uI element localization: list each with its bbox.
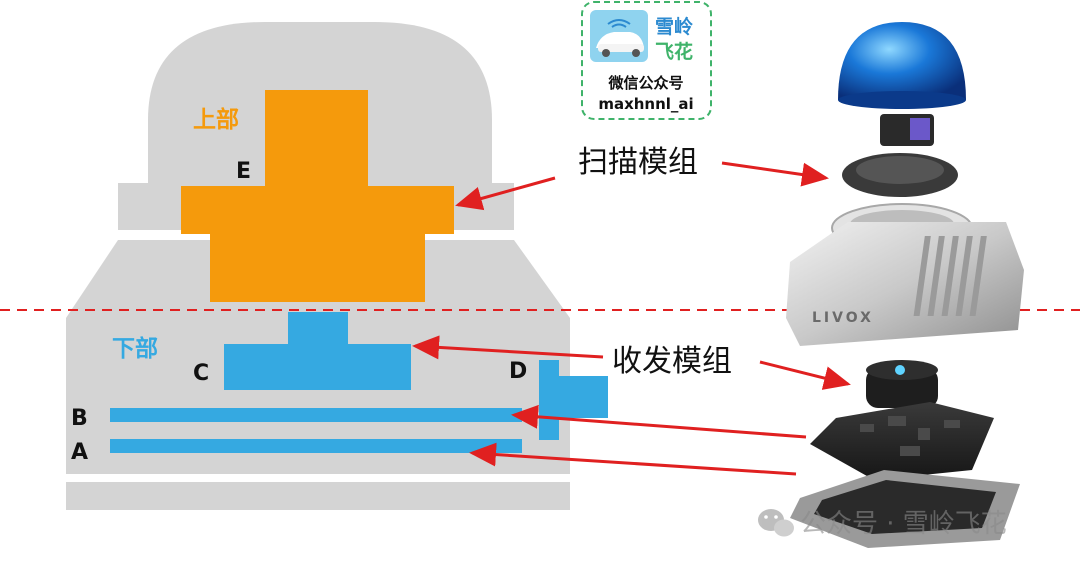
device-body (786, 222, 1024, 346)
part-e-wide (181, 186, 454, 234)
device-base-inner (814, 480, 996, 534)
arrow-txrx-to-c (412, 335, 604, 360)
device-brand: LIVOX (812, 310, 874, 326)
arrow-scan-to-device (721, 161, 829, 187)
housing (66, 22, 570, 510)
part-d-horizontal (559, 376, 608, 418)
device-pcb-upper (810, 402, 994, 480)
device-pcb-components (860, 416, 960, 456)
part-b-label: B (71, 406, 88, 431)
watermark-text: 公众号 · 雪岭飞花 (800, 509, 1007, 539)
part-e-label: E (236, 159, 251, 184)
upper-label: 上部 (193, 106, 239, 133)
badge-account: maxhnnl_ai (598, 95, 693, 113)
exploded-lidar-device: LIVOX (786, 22, 1024, 548)
device-transceiver-lens (895, 365, 905, 375)
part-e-top (265, 90, 368, 186)
car-icon (596, 19, 644, 57)
device-dome (838, 22, 966, 100)
part-e-bottom (210, 234, 425, 302)
wechat-badge: 雪岭 飞花 微信公众号 maxhnnl_ai (581, 1, 712, 120)
housing-base-plate (66, 482, 570, 510)
part-d-label: D (509, 359, 527, 384)
badge-title-line1: 雪岭 (655, 15, 693, 38)
part-a-label: A (71, 440, 88, 465)
part-c-body (224, 344, 411, 390)
part-a-bar (110, 439, 522, 453)
scan-module-label: 扫描模组 (578, 145, 698, 180)
txrx-module-label: 收发模组 (612, 344, 732, 379)
device-dome-rim (838, 91, 966, 109)
watermark: 公众号 · 雪岭飞花 (758, 509, 1007, 539)
arrow-board-to-b (511, 404, 807, 439)
lower-label: 下部 (112, 335, 158, 362)
arrow-txrx-to-device (759, 360, 851, 390)
part-d-vertical (539, 360, 559, 440)
device-prism-lens (910, 118, 930, 140)
part-c-label: C (193, 361, 209, 386)
lower-parts (110, 312, 608, 453)
arrow-scan-to-e (455, 176, 556, 211)
part-c-top (288, 312, 348, 344)
device-heat-fins (913, 236, 987, 316)
badge-subtitle: 微信公众号 (607, 74, 683, 92)
wechat-logo-icon (758, 509, 794, 537)
upper-part-e (181, 90, 454, 302)
arrow-base-to-a (469, 442, 797, 476)
part-b-bar (110, 408, 522, 422)
device-motor-ring-inner (856, 156, 944, 184)
badge-title-line2: 飞花 (655, 40, 693, 63)
callout-arrows (412, 161, 851, 476)
